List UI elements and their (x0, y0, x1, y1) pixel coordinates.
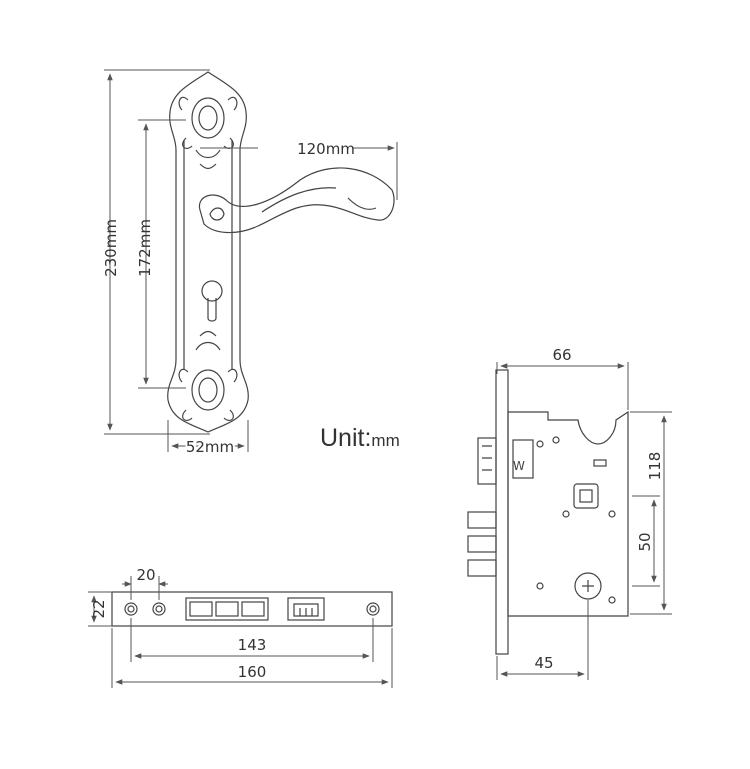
dim-plate-width-label: 52mm (186, 438, 234, 456)
dim-lock-width-label: 66 (552, 346, 571, 364)
dim-screw-spacing: 143 (130, 618, 374, 662)
dim-screw-spacing-label: 143 (238, 636, 267, 654)
deadbolt-1 (467, 511, 497, 529)
cylinder-hole (574, 572, 602, 600)
dim-faceplate-height: 22 (88, 591, 112, 627)
dim-plate-width: 52mm (167, 420, 249, 458)
bolt-opening (287, 597, 325, 621)
svg-text:W: W (513, 459, 525, 473)
dim-lock-width: 66 (496, 346, 629, 410)
latch-bolt (477, 437, 497, 485)
dim-total-height: 230mm (102, 69, 210, 435)
mortise-lock-body: W (467, 369, 629, 655)
bottom-ornament (178, 330, 238, 422)
dim-spindle-cylinder-label: 50 (636, 532, 654, 551)
dim-lever-length-label: 120mm (297, 140, 355, 158)
dim-hole-spacing-label: 172mm (136, 219, 154, 277)
dim-spindle-cylinder: 50 (632, 495, 660, 587)
door-handle-drawing (167, 71, 395, 433)
dim-lock-height: 118 (630, 411, 672, 615)
keyhole (201, 280, 223, 322)
faceplate-drawing (111, 591, 393, 627)
dim-faceplate-height-label: 22 (90, 599, 108, 618)
unit-label-prefix: Unit: (320, 424, 372, 452)
deadbolt-3 (467, 559, 497, 577)
dim-faceplate-length-label: 160 (238, 663, 267, 681)
dim-faceplate-length: 160 (111, 628, 393, 688)
spindle-hole (573, 483, 599, 509)
latch-opening (185, 597, 269, 621)
dim-hole-spacing: 172mm (136, 119, 186, 389)
deadbolt-2 (467, 535, 497, 553)
faceplate-outline (111, 591, 393, 627)
handle-backplate (167, 71, 249, 433)
top-ornament (178, 96, 238, 170)
lever-handle (198, 167, 395, 234)
dim-hole-pitch-label: 20 (136, 566, 155, 584)
dim-lock-height-label: 118 (646, 452, 664, 481)
unit-label: Unit:mm (320, 424, 400, 453)
dim-total-height-label: 230mm (102, 219, 120, 277)
dim-hole-pitch: 20 (122, 566, 168, 600)
lock-faceplate-side (495, 369, 509, 655)
lock-case (507, 410, 629, 617)
dim-lever-length: 120mm (200, 140, 398, 200)
unit-label-value: mm (371, 431, 400, 450)
dim-backset-label: 45 (534, 654, 553, 672)
dim-backset: 45 (496, 600, 589, 680)
